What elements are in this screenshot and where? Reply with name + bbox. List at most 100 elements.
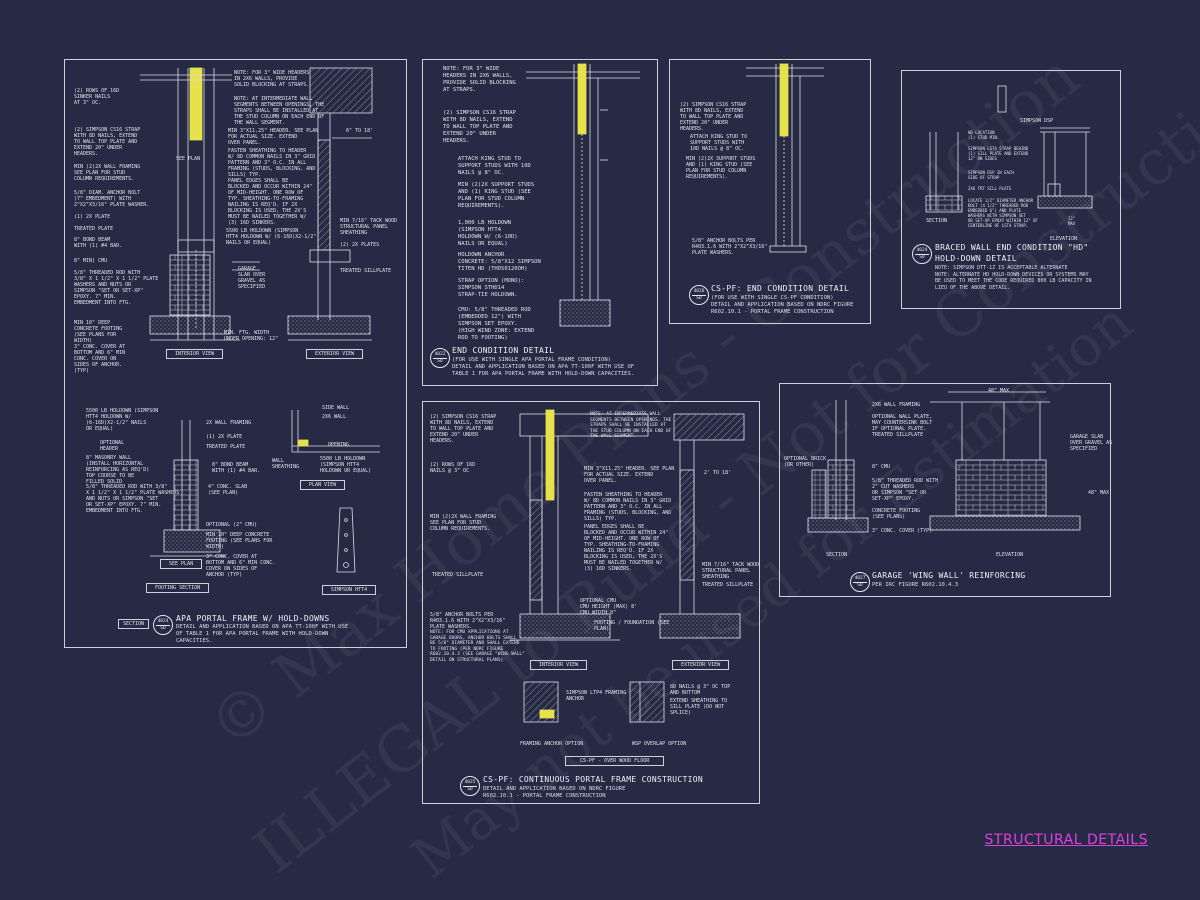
p1-note-right-1: 6" TO 18' [346, 128, 374, 134]
p1-note-bottom-13: SIDE WALL [322, 405, 350, 411]
p6-note-11: 48" MAX [1088, 490, 1110, 496]
p4-subtitle: NOTE: SIMPSON DTT-1Z IS ACCEPTABLE ALTER… [935, 265, 1092, 291]
p1-detail-bubble: 4024 SD [153, 615, 173, 635]
p4-note-6: 12" MAX [1068, 216, 1076, 226]
p1-note-mid-8: MIN. FTG. WIDTH UNDER OPENING: 12" [224, 330, 279, 342]
p5-interior-view-label: INTERIOR VIEW [530, 660, 588, 670]
p1-note-bottom-14: 2x6 WALL [322, 414, 347, 420]
p1-see-plan-label: SEE PLAN [160, 559, 203, 569]
p6-note-6: 5/8" THREADED ROD WITH 2" CUT WASHERS OR… [872, 478, 939, 502]
p1-note-bottom-17: WALL SHEATHING [272, 458, 300, 470]
p1-note-bottom-16: 5500 LB HOLDOWN (SIMPSON HTT4 HOLDOWN OR… [320, 456, 372, 474]
p1-note-bottom-10: OPTIONAL (2" CMU) [206, 522, 258, 528]
p5-note-15: 2' TO 18' [704, 470, 732, 476]
p1-note-mid-4: FASTEN SHEATHING TO HEADER W/ 8d COMMON … [228, 148, 316, 178]
panel-garage-wing-wall [779, 383, 1111, 597]
p1-note-left-2: (2) SIMPSON CS16 STRAP WITH 8d NAILS, EX… [74, 127, 141, 157]
p5-note-5: 5/8" ANCHOR BOLTS PER R403.1.6 WITH 2"x2… [430, 612, 506, 630]
p5-note-4: TREATED SILLPLATE [432, 572, 484, 578]
p1-note-bottom-7: TREATED PLATE [206, 444, 246, 450]
p4-note-4: 2x6 TRT SILL PLATE [968, 186, 1012, 191]
p1-title: APA PORTAL FRAME W/ HOLD-DOWNS [176, 614, 330, 623]
p4-bubble-bottom: SD [919, 254, 925, 260]
p3-drawing [746, 63, 824, 253]
p2-note-6: HOLDOWN ANCHOR CONCRETE: 5/8"x12 SIMPSON… [458, 252, 541, 272]
p3-bubble-bottom: SD [696, 295, 702, 301]
p6-section-drawing [807, 400, 869, 533]
p1-subtitle: DETAIL AND APPLICATION BASED ON APA TT-1… [176, 624, 349, 644]
p4-note-5: LOCATE 1/2" DIAMETER ANCHOR BOLT (4 1/2"… [968, 198, 1038, 228]
p6-bubble-top: 4027 [854, 575, 866, 581]
p5-note-8: MIN 3"x11.25" HEADER. SEE PLAN FOR ACTUA… [584, 466, 675, 484]
p4-note-3: SIMPSON DSP IN EACH SIDE OF STRAP [968, 170, 1014, 180]
p1-footing-section-label: FOOTING SECTION [146, 583, 210, 593]
p5-exterior-drawing [659, 413, 745, 639]
p1-note-left-11: 3" CONC. COVER AT BOTTOM AND 6" MIN CONC… [74, 344, 126, 374]
p5-exterior-view-label: EXTERIOR VIEW [672, 660, 730, 670]
p5-wsp-overlap-drawing [629, 681, 665, 723]
p2-title: END CONDITION DETAIL [452, 346, 555, 355]
p5-framing-anchor-drawing [523, 681, 559, 723]
p2-note-1: NOTE: FOR 3" WIDE HEADERS IN 2x6 WALLS, … [443, 66, 516, 93]
p5-framing-anchor-label: FRAMING ANCHOR OPTION [520, 741, 584, 747]
p6-note-7: CONCRETE FOOTING (SEE PLANS) [872, 508, 921, 520]
p6-elevation-drawing [929, 391, 1081, 531]
p1-note-bottom-3: 8" MASONRY WALL (INSTALL HORIZONTAL REIN… [86, 455, 150, 485]
p5-note-17: 8d NAILS @ 3" OC TOP AND BOTTOM [670, 684, 731, 696]
p4-detail-bubble: 4024 SD [912, 244, 932, 264]
p5-bubble-bottom: SD [467, 786, 473, 792]
p4-section-label: SECTION [926, 218, 948, 224]
p1-note-mid-2: NOTE: AT INTERMEDIATE WALL SEGMENTS BETW… [234, 96, 325, 126]
p1-note-left-8: 8" MIN) CMU [74, 258, 108, 264]
p1-note-mid-6: 5500 LB HOLDOWN (SIMPSON HTT4 HOLDOWN W/… [226, 228, 317, 246]
p4-simpson-dsp: SIMPSON DSP [1020, 118, 1054, 124]
p2-note-3: ATTACH KING STUD TO SUPPORT STUDS WITH 1… [458, 156, 531, 176]
p5-note-16: SIMPSON LTP4 FRAMING ANCHOR [566, 690, 627, 702]
p1-note-left-5: (1) 2x PLATE [74, 214, 111, 220]
p1-note-right-4: TREATED SILLPLATE [340, 268, 392, 274]
panel-apa-portal-frame [64, 59, 407, 648]
p6-note-2: OPTIONAL WALL PLATE, MAY COUNTERSINK BOL… [872, 414, 933, 432]
p6-subtitle: PER IRC FIGURE R602.10.4.3 [872, 582, 959, 588]
p3-note-1: (2) SIMPSON CS16 STRAP WITH 8d NAILS, EX… [680, 102, 747, 132]
panel-cs-pf-continuous [422, 401, 760, 804]
p1-plan-view-label: PLAN VIEW [300, 480, 346, 490]
p2-bubble-top: 4022 [434, 351, 446, 357]
p1-section-tag: SECTION [118, 619, 150, 629]
p1-see-plan: SEE PLAN [176, 156, 201, 162]
p1-note-bottom-12: 3" CONC. COVER AT BOTTOM AND 6" MIN CONC… [206, 554, 276, 578]
p5-bubble-top: 4025 [464, 779, 476, 785]
p2-note-8: CMU: 5/8" THREADED ROD (EMBEDDED 12") WI… [458, 307, 535, 341]
p1-note-bottom-11: MIN 10" DEEP CONCRETE FOOTING (SEE PLANS… [206, 532, 273, 550]
p1-note-right-3: (2) 2x PLATES [340, 242, 380, 248]
p1-simpson-htt4-label: SIMPSON HTT4 [322, 585, 377, 595]
p5-note-13: OPTIONAL CMU CMU HEIGHT (MAX) 8' CMU WID… [580, 598, 638, 616]
p4-note-1: HD LOCATION (1) STUD MIN. [968, 130, 1000, 140]
p6-note-10: GARAGE SLAB OVER GRAVEL AS SPECIFIED [1070, 434, 1113, 452]
p3-note-2: ATTACH KING STUD TO SUPPORT STUDS WITH 1… [690, 134, 748, 152]
p6-note-5: 8" CMU [872, 464, 891, 470]
p5-note-9: FASTEN SHEATHING TO HEADER W/ 8d COMMON … [584, 492, 672, 522]
p5-cs-pf-floor-label: CS-PF - OVER WOOD FLOOR [565, 756, 665, 766]
p1-plan-view-drawing [291, 410, 380, 453]
p1-note-mid-3: MIN 3"x11.25" HEADER. SEE PLAN FOR ACTUA… [228, 128, 319, 146]
p2-subtitle: (FOR USE WITH SINGLE APA PORTAL FRAME CO… [452, 357, 635, 377]
sheet-title: STRUCTURAL DETAILS [984, 832, 1148, 848]
p1-note-bottom-2: OPTIONAL HEADER [100, 440, 125, 452]
p6-detail-bubble: 4027 SD [850, 572, 870, 592]
p5-interior-drawing [510, 409, 649, 641]
p5-note-18: EXTEND SHEATHING TO SILL PLATE (DO NOT S… [670, 698, 728, 716]
p5-note-11: MIN 7/16" TACK WOOD STRUCTURAL PANEL SHE… [702, 562, 760, 580]
p2-note-5: 1,000 LB HOLDOWN (SIMPSON HTT4 HOLDOWN W… [458, 220, 518, 247]
p5-note-10: PANEL EDGES SHALL BE BLOCKED AND OCCUR W… [584, 524, 669, 572]
p4-bubble-top: 4024 [916, 247, 928, 253]
p1-note-left-10: MIN 10" DEEP CONCRETE FOOTING (SEE PLANS… [74, 320, 123, 344]
p6-note-1: 2x6 WALL FRAMING [872, 402, 921, 408]
p5-title: CS-PF: CONTINUOUS PORTAL FRAME CONSTRUCT… [483, 775, 704, 784]
p1-note-left-7: 8" BOND BEAM WITH (1) #4 BAR. [74, 237, 123, 249]
p5-wsp-overlap-label: WSP OVERLAP OPTION [632, 741, 687, 747]
p4-note-2: SIMPSON LSTA STRAP BEHIND (1) SILL PLATE… [968, 146, 1029, 161]
p1-htt4-drawing [336, 507, 356, 573]
p2-note-4: MIN (2)2X SUPPORT STUDS AND (1) KING STU… [458, 182, 535, 209]
p2-note-2: (2) SIMPSON CS16 STRAP WITH 8d NAILS, EX… [443, 110, 516, 144]
